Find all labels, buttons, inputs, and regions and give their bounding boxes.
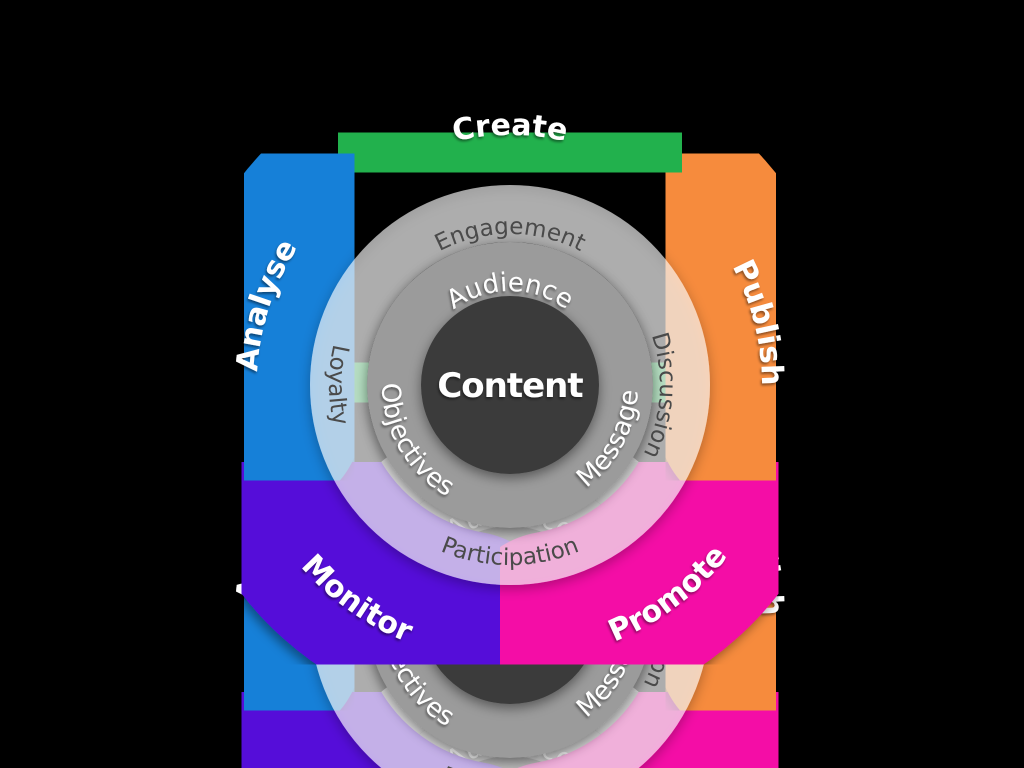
- center-circle: [421, 296, 599, 474]
- petal-promote: [519, 635, 822, 768]
- petal-create: [307, 45, 713, 260]
- petal-monitor: [198, 635, 501, 768]
- middle-ring: [310, 185, 710, 585]
- petal-publish: [591, 119, 850, 515]
- petal-label-create: Create: [450, 108, 571, 149]
- petal-monitor: [198, 405, 563, 722]
- petal-analyse: [170, 119, 429, 515]
- petal-promote: [457, 405, 822, 722]
- center-label: Content: [437, 366, 583, 406]
